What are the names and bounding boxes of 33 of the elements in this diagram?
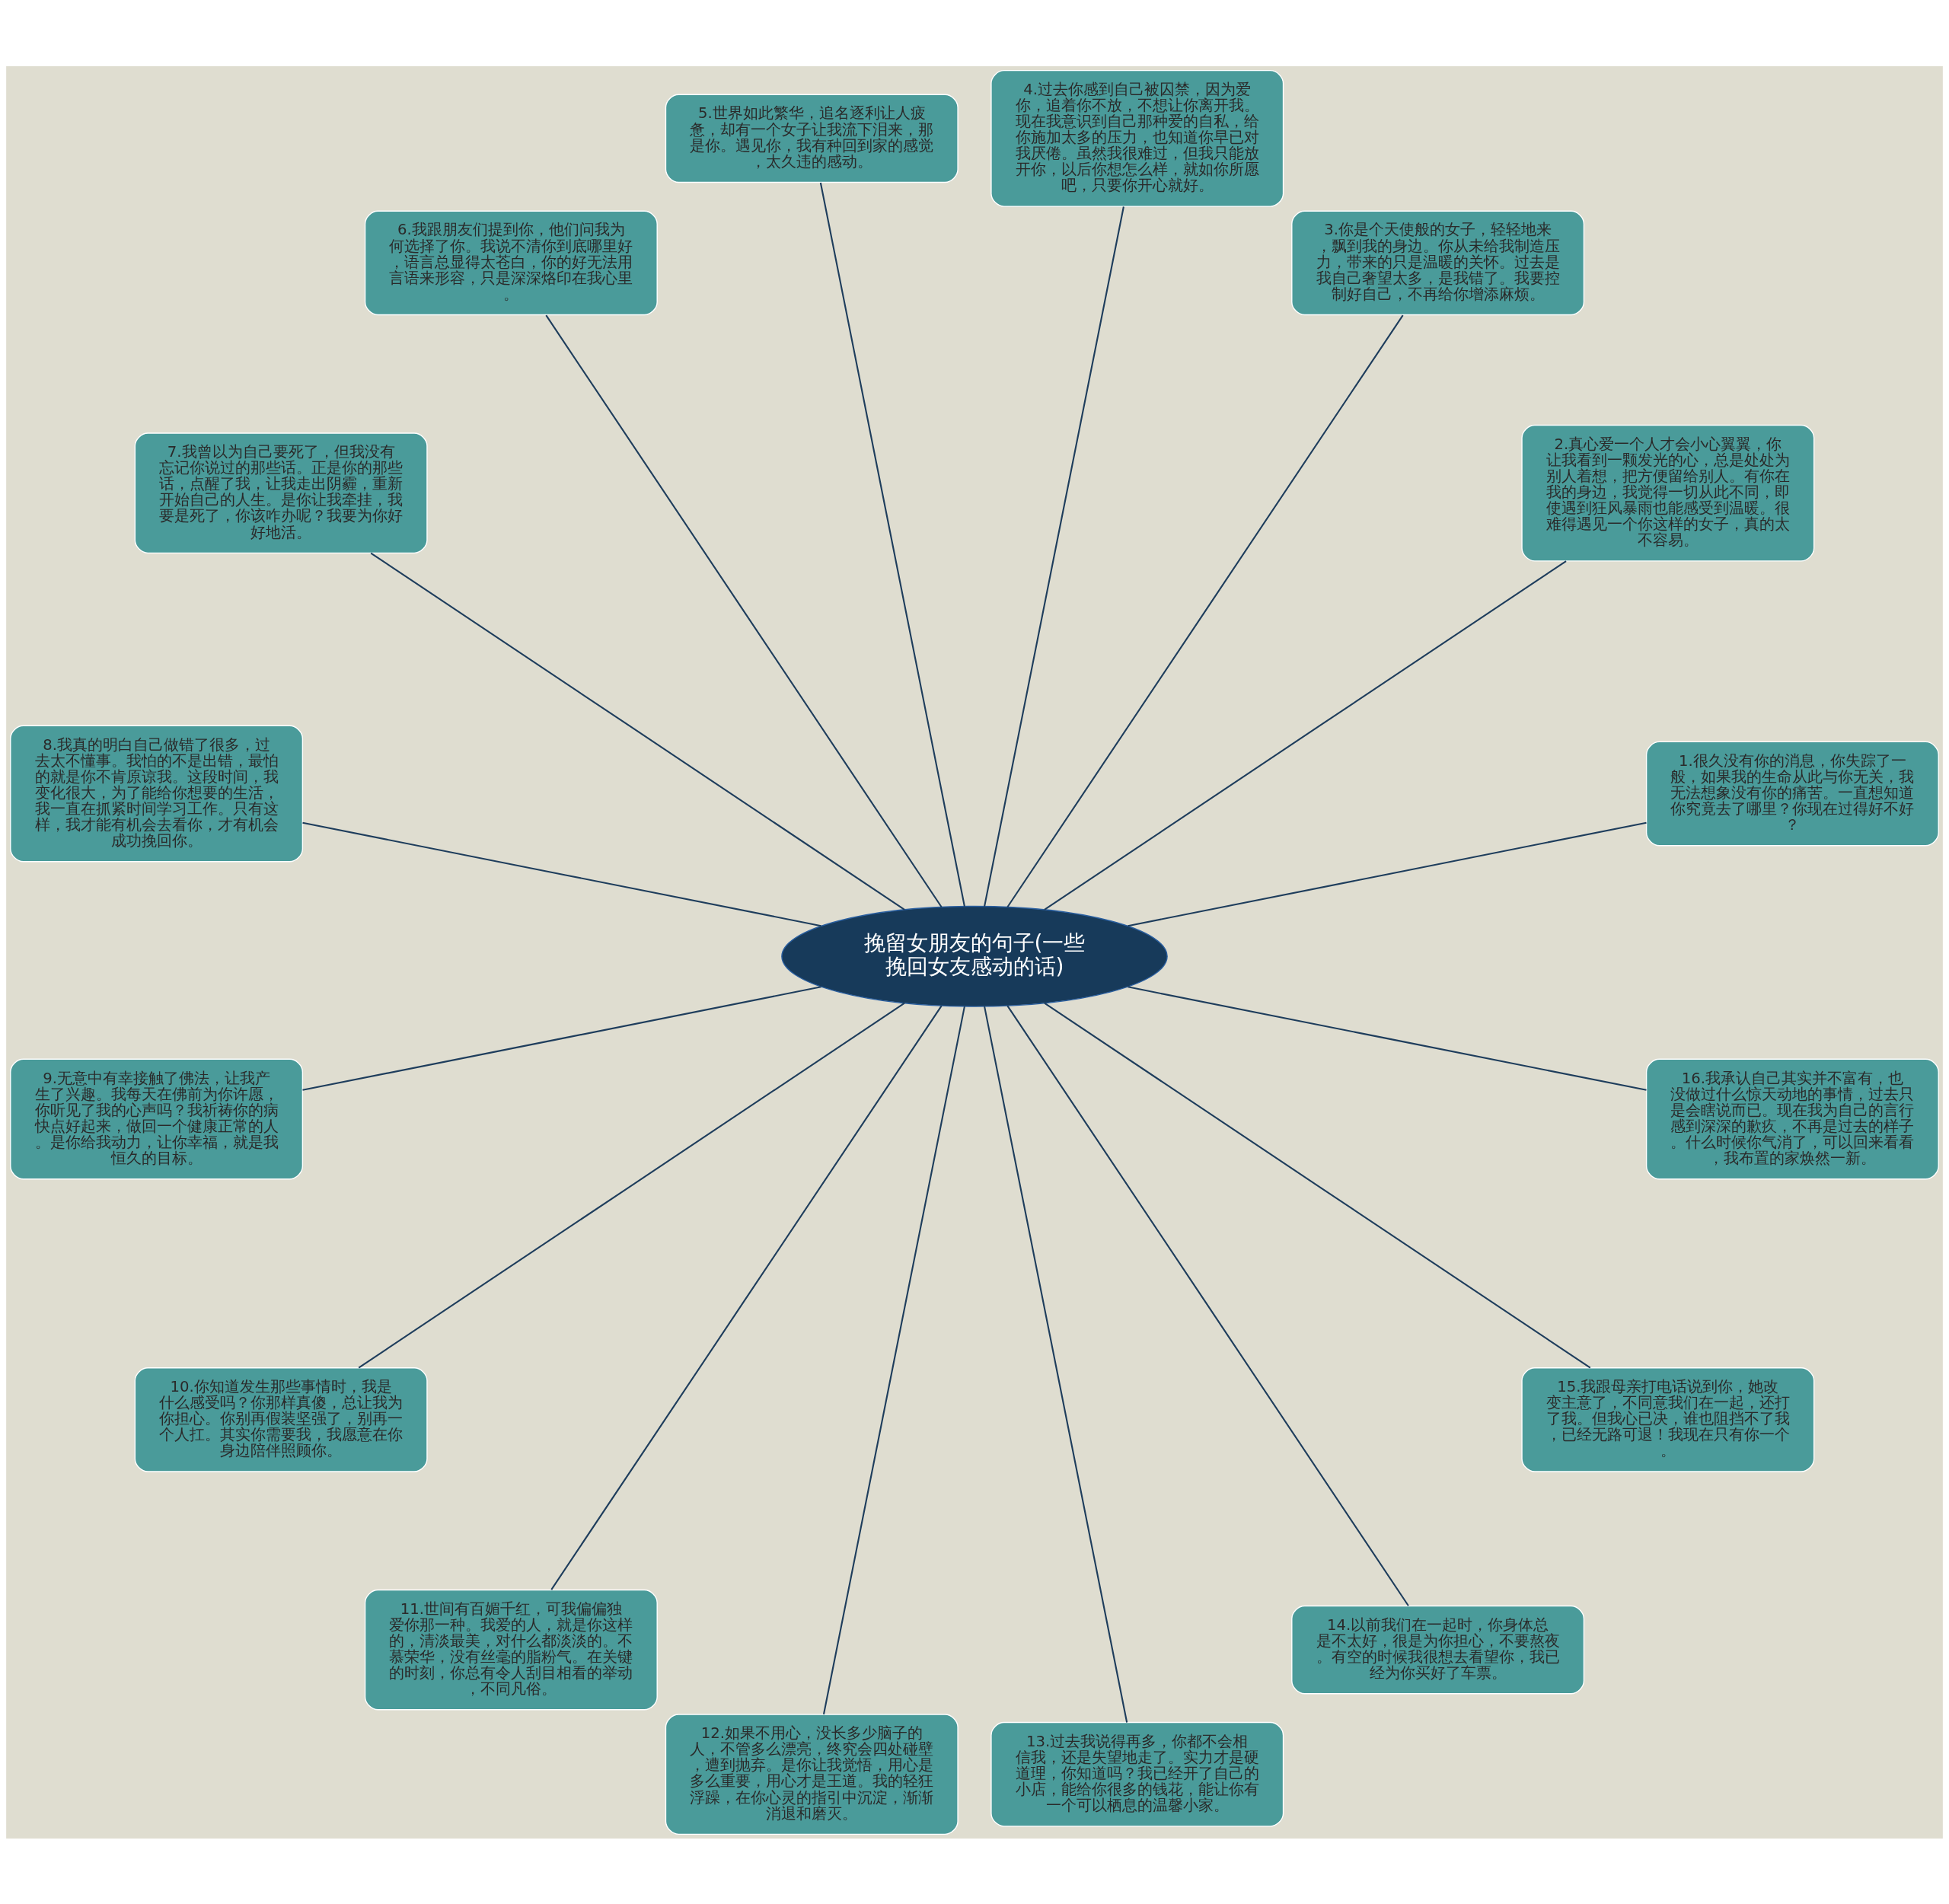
connector [1006,1004,1409,1606]
node-box: 14.以前我们在一起时，你身体总是不太好，很是为你担心，不要熬夜。有空的时候我很想去看望你，我已经为你买好了车票。 [1291,1605,1585,1694]
node-box: 1.很久没有你的消息，你失踪了一般，如果我的生命从此与你无关，我无法想象没有你的痛苦。一直想知道你究竟去了哪里？你现在过得好不好？ [1645,741,1939,846]
connector [984,206,1124,907]
connector [819,182,965,907]
connector [370,552,905,911]
connector [358,1002,905,1369]
node-box: 10.你知道发生那些事情时，我是什么感受吗？你那样真傻，总让我为你担心。你别再假装坚强了，别再一个人扛。其实你需要我，我愿意在你身边陪伴照顾你。 [134,1367,428,1472]
node-box: 6.我跟朋友们提到你，他们问我为何选择了你。我说不清你到底哪里好，语言总显得太苍白，你的好无法用言语来形容，只是深深烙印在我心里。 [364,210,658,315]
connector [302,985,821,1091]
node-box: 15.我跟母亲打电话说到你，她改变主意了，不同意我们在一起，还打了我。但我心已决，谁也阻挡不了我，已经无路可退！我现在只有你一个。 [1521,1367,1815,1472]
connector [1006,314,1404,907]
node-box: 12.如果不用心，没长多少脑子的人，不管多么漂亮，终究会四处碰壁，遭到抛弃。是你让我觉悟，用心是多么重要，用心才是王道。我的轻狂浮躁，在你心灵的指引中沉淀，渐渐消退和磨灭。 [665,1713,959,1835]
node-box: 13.过去我说得再多，你都不会相信我，还是失望地走了。实力才是硬道理，你知道吗？我已经开了自己的小店，能给你很多的钱花，能让你有一个可以栖息的温馨小家。 [990,1721,1284,1827]
connector [1128,821,1647,926]
connector [1044,560,1567,911]
connector [302,821,821,926]
node-box: 3.你是个天使般的女子，轻轻地来，飘到我的身边。你从未给我制造压力，带来的只是温暖的关怀。过去是我自己奢望太多，是我错了。我要控制好自己，不再给你增添麻烦。 [1291,210,1585,315]
node-box: 2.真心爱一个人才会小心翼翼，你让我看到一颗发光的心，总是处处为别人着想，把方便留给别人。有你在我的身边，我觉得一切从此不同，即使遇到狂风暴雨也能感受到温暖。很难得遇见一个你这样的女子，真的太不容易。 [1521,424,1815,562]
connector [1128,985,1647,1091]
node-box: 4.过去你感到自己被囚禁，因为爱你，追着你不放，不想让你离开我。现在我意识到自己那种爱的自私，给你施加太多的压力，也知道你早已对我厌倦。虽然我很难过，但我只能放开你，以后你想怎么样，就如你所愿吧，只要你开心就好。 [990,69,1284,207]
connector [822,1006,965,1714]
node-box: 5.世界如此繁华，追名逐利让人疲惫，却有一个女子让我流下泪来，那是你。遇见你，我有种回到家的感觉，太久违的感动。 [665,94,959,183]
connector [550,1004,943,1590]
connector [545,314,943,907]
node-box: 11.世间有百媚千红，可我偏偏独爱你那一种。我爱的人，就是你这样的，清淡最美，对什么都淡淡的。不慕荣华，没有丝毫的脂粉气。在关键的时刻，你总有令人刮目相看的举动，不同凡俗。 [364,1589,658,1710]
node-ellipse: 挽留女朋友的句子(一些挽回女友感动的话) [781,905,1168,1007]
node-box: 7.我曾以为自己要死了，但我没有忘记你说过的那些话。正是你的那些话，点醒了我，让我走出阴霾，重新开始自己的人生。是你让我牵挂，我要是死了，你该咋办呢？我要为你好好地活。 [134,432,428,553]
connector [1044,1002,1591,1369]
node-box: 16.我承认自己其实并不富有，也没做过什么惊天动地的事情，过去只是会瞎说而已。现在我为自己的言行感到深深的歉疚，不再是过去的样子。什么时候你气消了，可以回来看看，我布置的家焕然一新。 [1645,1058,1939,1179]
node-box: 9.无意中有幸接触了佛法，让我产生了兴趣。我每天在佛前为你许愿，你听见了我的心声吗？我祈祷你的病快点好起来，做回一个健康正常的人。是你给我动力，让你幸福，就是我恒久的目标。 [10,1058,304,1179]
connector [984,1006,1128,1723]
node-box: 8.我真的明白自己做错了很多，过去太不懂事。我怕的不是出错，最怕的就是你不肯原谅我。这段时间，我变化很大，为了能给你想要的生活，我一直在抓紧时间学习工作。只有这样，我才能有机会去看你，才有机会成功挽回你。 [10,725,304,862]
